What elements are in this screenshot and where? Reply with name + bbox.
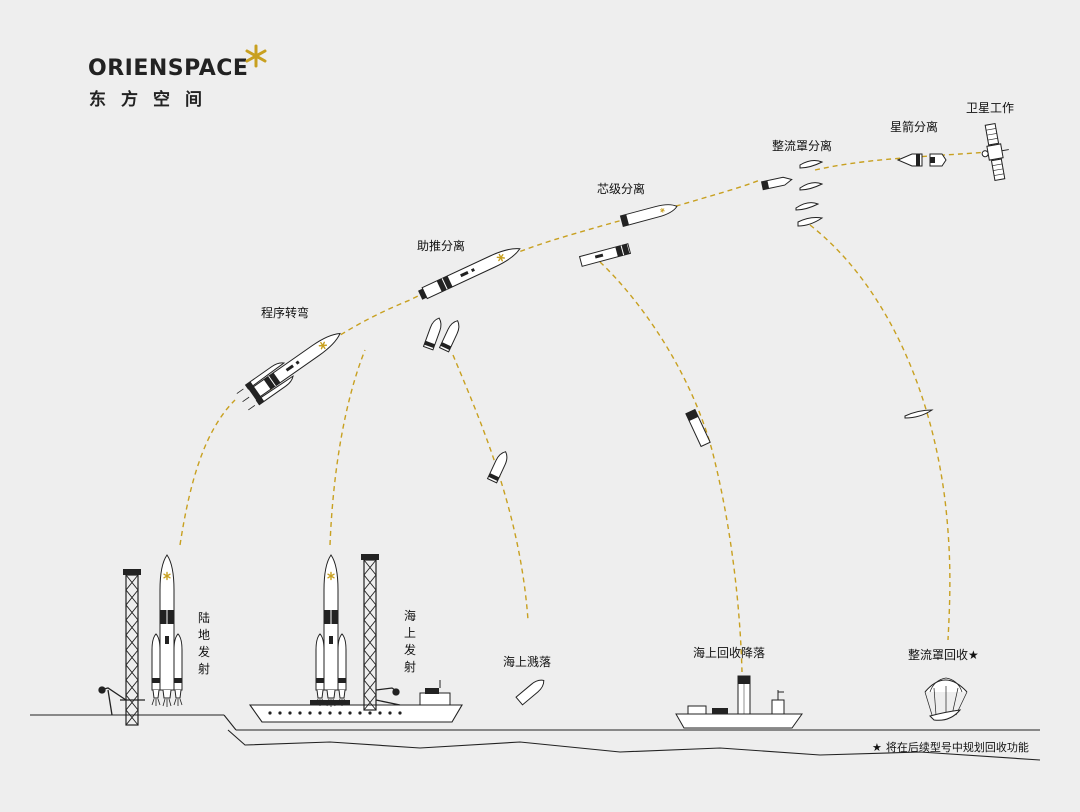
label-pitch-over: 程序转弯 <box>261 306 310 320</box>
label-sea-launch: 海上发射 <box>404 609 417 674</box>
sea-launch-ship <box>248 553 463 723</box>
label-satellite-operation: 卫星工作 <box>966 101 1015 115</box>
brand-star-icon <box>245 44 267 68</box>
footnote: ★将在后续型号中规划回收功能 <box>872 739 1029 755</box>
fairing-recovery-star: ★ <box>968 648 979 662</box>
rocket-booster-separation <box>418 243 523 300</box>
label-sea-landing: 海上回收降落 <box>693 646 766 660</box>
label-booster-separation: 助推分离 <box>417 239 466 253</box>
brand-logo-text: ORIENSPACE <box>88 56 249 81</box>
label-core-separation: 芯级分离 <box>597 182 646 196</box>
parachute-icon <box>924 677 968 721</box>
payload-separation <box>896 153 947 167</box>
label-fairing-separation: 整流罩分离 <box>772 139 833 153</box>
brand-chinese-name: 东方空间 <box>89 90 217 110</box>
trajectory-paths <box>179 151 991 673</box>
splashdown-booster <box>515 679 545 706</box>
label-land-launch: 陆地发射 <box>198 611 211 676</box>
ground-and-sea <box>30 714 1041 761</box>
recovery-ship <box>675 675 803 729</box>
separated-core-stage <box>578 243 632 267</box>
fairing-separation <box>760 160 934 419</box>
separated-boosters <box>423 315 511 484</box>
label-fairing-recovery: 整流罩回收★ <box>908 646 979 663</box>
rocket-pitch-over <box>236 324 347 411</box>
falling-core-stage <box>685 408 711 448</box>
footnote-text: 将在后续型号中规划回收功能 <box>885 741 1029 754</box>
land-launch-pad <box>98 555 182 726</box>
label-sea-splashdown: 海上溅落 <box>503 655 552 669</box>
label-payload-separation: 星箭分离 <box>890 120 939 134</box>
upper-stage-core-separation <box>619 204 678 227</box>
footnote-star: ★ <box>872 741 882 754</box>
fairing-recovery-text: 整流罩回收 <box>908 648 969 662</box>
satellite-icon <box>981 122 1009 182</box>
